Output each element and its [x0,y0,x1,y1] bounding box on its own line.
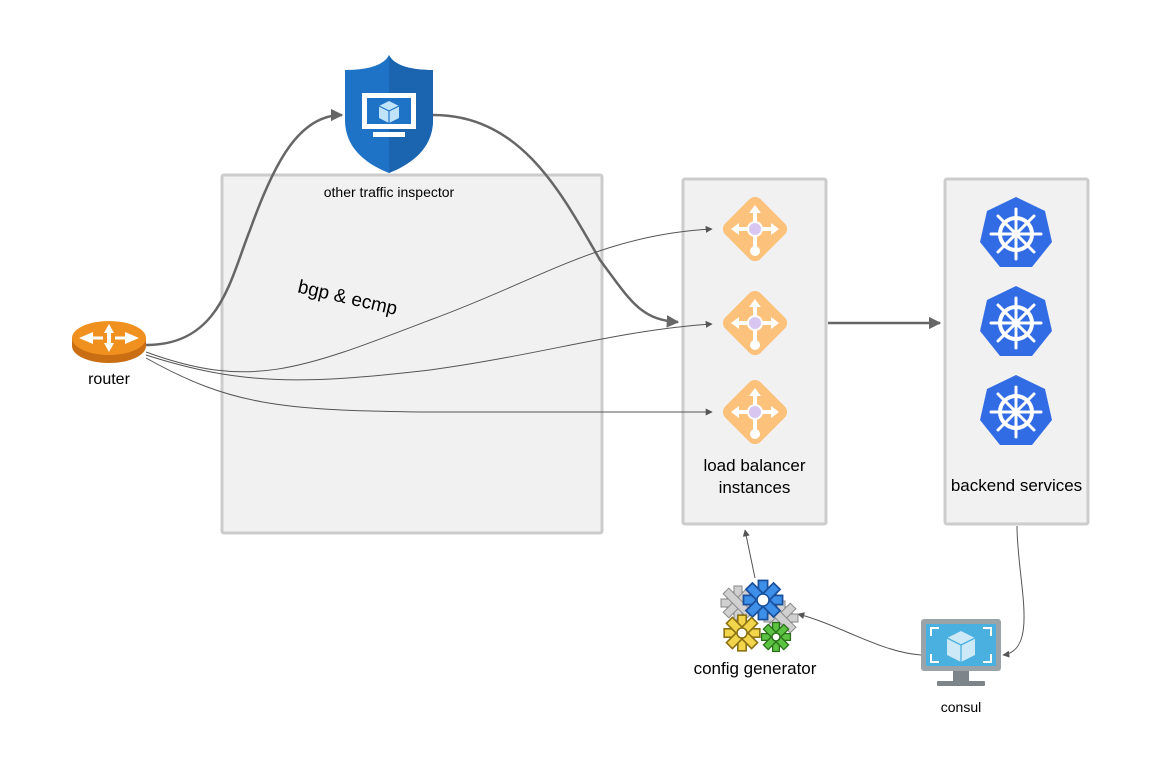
inspector-to-lb-edge [432,113,680,328]
consul-label: consul [940,699,982,715]
load-balancer-label-line2: instances [718,478,791,497]
gears-icon [720,579,799,653]
load-balancer-label-line1: load balancer [703,456,806,475]
monitor-cube-icon [921,619,1001,686]
backend-services-label: backend services [950,476,1083,495]
router-to-lb1-edge [145,225,713,373]
router-label: router [88,371,130,388]
router-to-inspector-edge [145,108,344,347]
config-to-lb-edge [742,529,756,579]
shield-monitor-icon [345,55,433,173]
router-icon [72,321,146,363]
inspector-label: other traffic inspector [323,184,455,200]
network-zone-box [220,173,604,535]
router-to-lb3-edge [145,357,713,416]
backend-to-consul-edge [1002,525,1025,658]
load-balancer-label: load balancer instances [683,455,826,499]
consul-to-config-edge [797,612,922,656]
router-to-lb2-edge [145,320,713,381]
config-generator-label: config generator [693,659,817,678]
